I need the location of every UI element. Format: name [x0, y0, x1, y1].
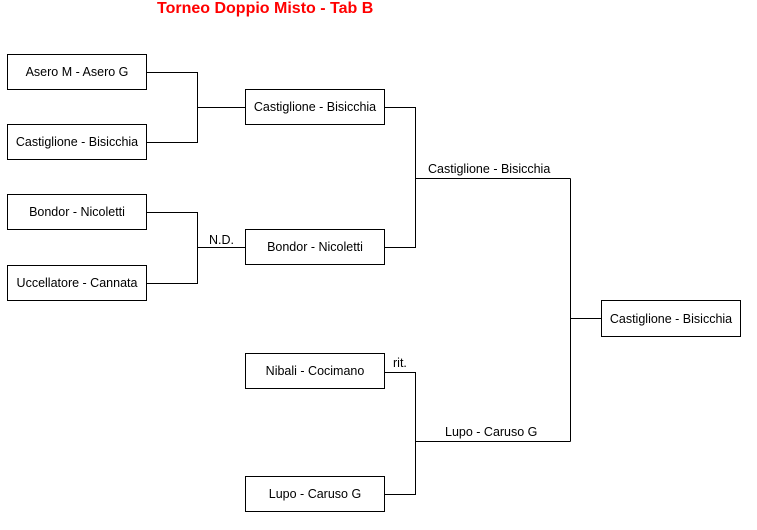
match-box-r2-2: Bondor - Nicoletti — [245, 229, 385, 265]
team-label: Uccellatore - Cannata — [16, 276, 138, 290]
tournament-title: Torneo Doppio Misto - Tab B — [157, 0, 374, 17]
team-label: Bondor - Nicoletti — [29, 205, 125, 219]
connector-r1-bottom — [146, 212, 246, 284]
team-label: Castiglione - Bisicchia — [15, 135, 139, 149]
team-label: Asero M - Asero G — [25, 65, 129, 79]
semifinal-winner-top: Castiglione - Bisicchia — [428, 162, 551, 176]
match-box-r1-4: Uccellatore - Cannata — [7, 265, 147, 301]
final-winner-box: Castiglione - Bisicchia — [601, 300, 741, 337]
semifinal-winner-bottom: Lupo - Caruso G — [445, 425, 538, 439]
connector-r2-top — [384, 107, 571, 248]
match-box-r1-3: Bondor - Nicoletti — [7, 194, 147, 230]
match-box-r1-1: Asero M - Asero G — [7, 54, 147, 90]
note-label-nd: N.D. — [209, 233, 234, 247]
match-box-r2-3: Nibali - Cocimano — [245, 353, 385, 389]
connector-final — [570, 178, 602, 442]
team-label: Nibali - Cocimano — [265, 364, 365, 378]
match-box-r2-4: Lupo - Caruso G — [245, 476, 385, 512]
note-label-rit: rit. — [393, 356, 407, 370]
team-label: Lupo - Caruso G — [268, 487, 362, 501]
connector-r2-bottom — [384, 372, 571, 495]
team-label: Bondor - Nicoletti — [267, 240, 363, 254]
match-box-r1-2: Castiglione - Bisicchia — [7, 124, 147, 160]
match-box-r2-1: Castiglione - Bisicchia — [245, 89, 385, 125]
connector-r1-top — [146, 72, 246, 143]
team-label: Castiglione - Bisicchia — [609, 311, 733, 326]
team-label: Castiglione - Bisicchia — [253, 100, 377, 114]
